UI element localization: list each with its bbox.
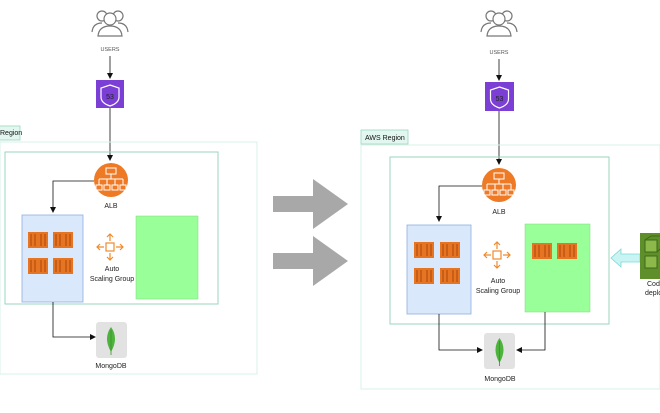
codedeploy-icon: [640, 233, 660, 279]
codedeploy-label-line2: deplo: [645, 290, 660, 297]
region-inner-frame: [4, 151, 219, 305]
mongodb-icon: [484, 333, 515, 369]
alb-icon: [482, 168, 516, 202]
region-label: Region: [0, 130, 22, 137]
asg-label-line2: Scaling Group: [476, 288, 520, 295]
alb-to-blue-arrow: [50, 180, 94, 213]
codedeploy-to-green-arrow: [610, 248, 641, 268]
alb-to-blue-arrow: [436, 185, 482, 222]
transition-arrows: [273, 179, 348, 286]
green-instance-group: [135, 215, 199, 300]
region-outer-frame: [360, 144, 660, 390]
users-label: USERS: [490, 50, 509, 56]
mongodb-label: MongoDB: [95, 363, 126, 370]
ec2-icon: [532, 243, 552, 259]
alb-icon: [94, 163, 128, 197]
users-icon: [91, 10, 129, 37]
region-outer-frame: [0, 141, 258, 375]
left-diagram: USERS 53 Region ALB: [0, 10, 258, 375]
ec2-icon: [28, 258, 48, 274]
ec2-instances-right-blue: [414, 242, 460, 284]
region-inner-frame: [389, 156, 610, 325]
route53-icon: 53: [485, 82, 514, 111]
region-label-box: [360, 129, 409, 145]
region-label-box: [0, 125, 21, 141]
asg-label-line2: Scaling Group: [90, 276, 134, 283]
auto-scaling-icon: [96, 233, 124, 261]
alb-label: ALB: [104, 203, 118, 210]
transition-arrow-top: [273, 179, 348, 229]
alb-label: ALB: [492, 209, 506, 216]
ec2-icon: [53, 258, 73, 274]
users-label: USERS: [101, 47, 120, 53]
asg-label-line1: Auto: [491, 278, 506, 285]
blue-to-db-arrow: [52, 302, 96, 340]
blue-to-db-arrow: [438, 314, 483, 353]
mongodb-icon: [96, 322, 127, 358]
ec2-icon: [440, 242, 460, 258]
ec2-icon: [440, 268, 460, 284]
route53-label: 53: [106, 94, 114, 101]
users-icon: [480, 10, 518, 37]
transition-arrow-bottom: [273, 236, 348, 286]
green-instance-group: [524, 223, 591, 313]
ec2-icon: [557, 243, 577, 259]
ec2-icon: [414, 242, 434, 258]
green-to-db-arrow: [516, 312, 546, 353]
ec2-instances-right-green: [532, 243, 577, 259]
ec2-icon: [414, 268, 434, 284]
right-diagram: USERS 53 AWS Region ALB: [360, 10, 660, 390]
auto-scaling-icon: [483, 241, 511, 269]
ec2-icon: [53, 232, 73, 248]
route53-icon: 53: [96, 80, 124, 108]
codedeploy-label-line1: Cod: [647, 281, 660, 288]
region-label: AWS Region: [365, 135, 405, 142]
route53-label: 53: [496, 96, 504, 103]
asg-label-line1: Auto: [105, 266, 120, 273]
ec2-instances-left: [28, 232, 73, 274]
mongodb-label: MongoDB: [484, 376, 515, 383]
ec2-icon: [28, 232, 48, 248]
